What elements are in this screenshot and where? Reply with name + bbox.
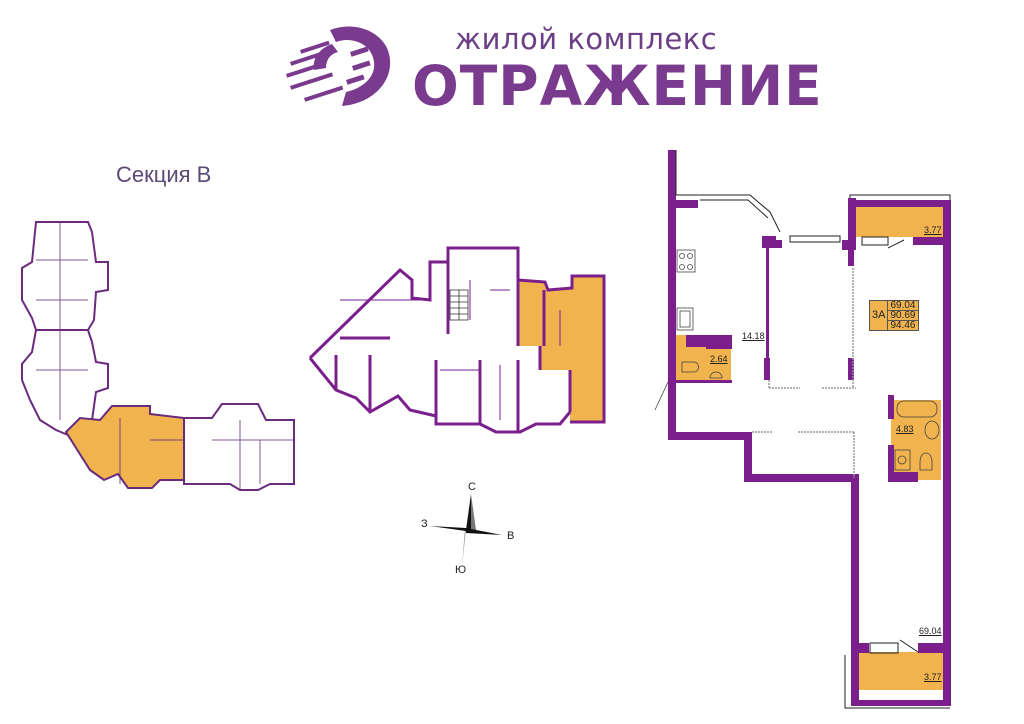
staircase-icon bbox=[449, 289, 469, 321]
apartment-plan bbox=[654, 150, 951, 709]
logo-subtitle: жилой комплекс bbox=[455, 22, 718, 56]
stove-icon bbox=[676, 249, 696, 273]
total-area: 90.69 bbox=[887, 310, 919, 321]
total-area-balcony: 94.46 bbox=[887, 320, 919, 331]
room-area-wc: 2.64 bbox=[710, 354, 728, 364]
compass-west: З bbox=[421, 518, 428, 530]
section-key-plan bbox=[21, 221, 295, 491]
compass-east: В bbox=[507, 530, 515, 542]
room-area-living: 69.04 bbox=[919, 626, 942, 636]
compass-north: С bbox=[468, 481, 476, 493]
room-area-balcony-bottom: 3.77 bbox=[924, 672, 942, 682]
toilet-icon bbox=[681, 361, 723, 379]
compass-south: Ю bbox=[455, 564, 467, 576]
section-key-plan-details bbox=[36, 222, 294, 490]
floor-plan bbox=[308, 246, 606, 434]
apartment-type: 3А bbox=[868, 300, 889, 331]
logo-icon bbox=[286, 26, 391, 106]
bathtub-icon bbox=[894, 400, 940, 471]
logo-title: ОТРАЖЕНИЕ bbox=[412, 54, 823, 118]
living-area: 69.04 bbox=[887, 300, 919, 311]
room-area-balcony-top: 3.77 bbox=[924, 225, 942, 235]
sink-icon bbox=[676, 307, 694, 331]
section-title: Секция В bbox=[116, 162, 212, 187]
room-area-kitchen: 14.18 bbox=[742, 331, 765, 341]
apartment-info-table: 3А 69.04 90.69 94.46 bbox=[868, 300, 919, 331]
room-area-bathroom: 4.83 bbox=[896, 424, 914, 434]
compass-icon bbox=[430, 494, 502, 567]
logo bbox=[280, 22, 400, 112]
